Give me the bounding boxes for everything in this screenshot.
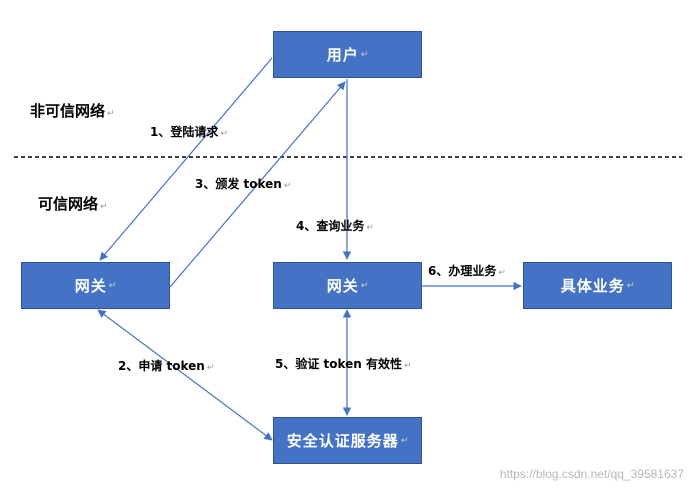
auth-server-node: 安全认证服务器↵	[273, 417, 422, 464]
business-node: 具体业务↵	[523, 262, 672, 309]
edge-login-request	[99, 57, 273, 261]
edge-label-apply-token: 2、申请 token↵	[118, 359, 215, 373]
edge-label-issue-token: 3、颁发 token↵	[195, 177, 292, 191]
edge-label-handle-business: 6、办理业务↵	[428, 264, 506, 278]
gateway-center-label: 网关	[326, 277, 359, 295]
edge-label-verify-token: 5、验证 token 有效性↵	[275, 357, 412, 371]
zone-trusted-label: 可信网络↵	[38, 195, 108, 213]
edge-label-login-request: 1、登陆请求↵	[150, 125, 228, 139]
edge-issue-token	[169, 81, 346, 288]
gateway-left-label: 网关	[74, 277, 107, 295]
gateway-left-node: 网关↵	[21, 262, 170, 309]
business-label: 具体业务	[560, 277, 625, 295]
watermark-text: https://blog.csdn.net/qq_39581637	[499, 467, 684, 481]
user-node: 用户↵	[273, 31, 422, 78]
auth-server-label: 安全认证服务器	[286, 432, 399, 450]
edge-label-query-business: 4、查询业务↵	[296, 219, 374, 233]
zone-untrusted-label: 非可信网络↵	[30, 102, 115, 120]
user-node-label: 用户	[326, 46, 359, 64]
gateway-center-node: 网关↵	[273, 262, 422, 309]
edge-apply-token	[97, 309, 273, 441]
